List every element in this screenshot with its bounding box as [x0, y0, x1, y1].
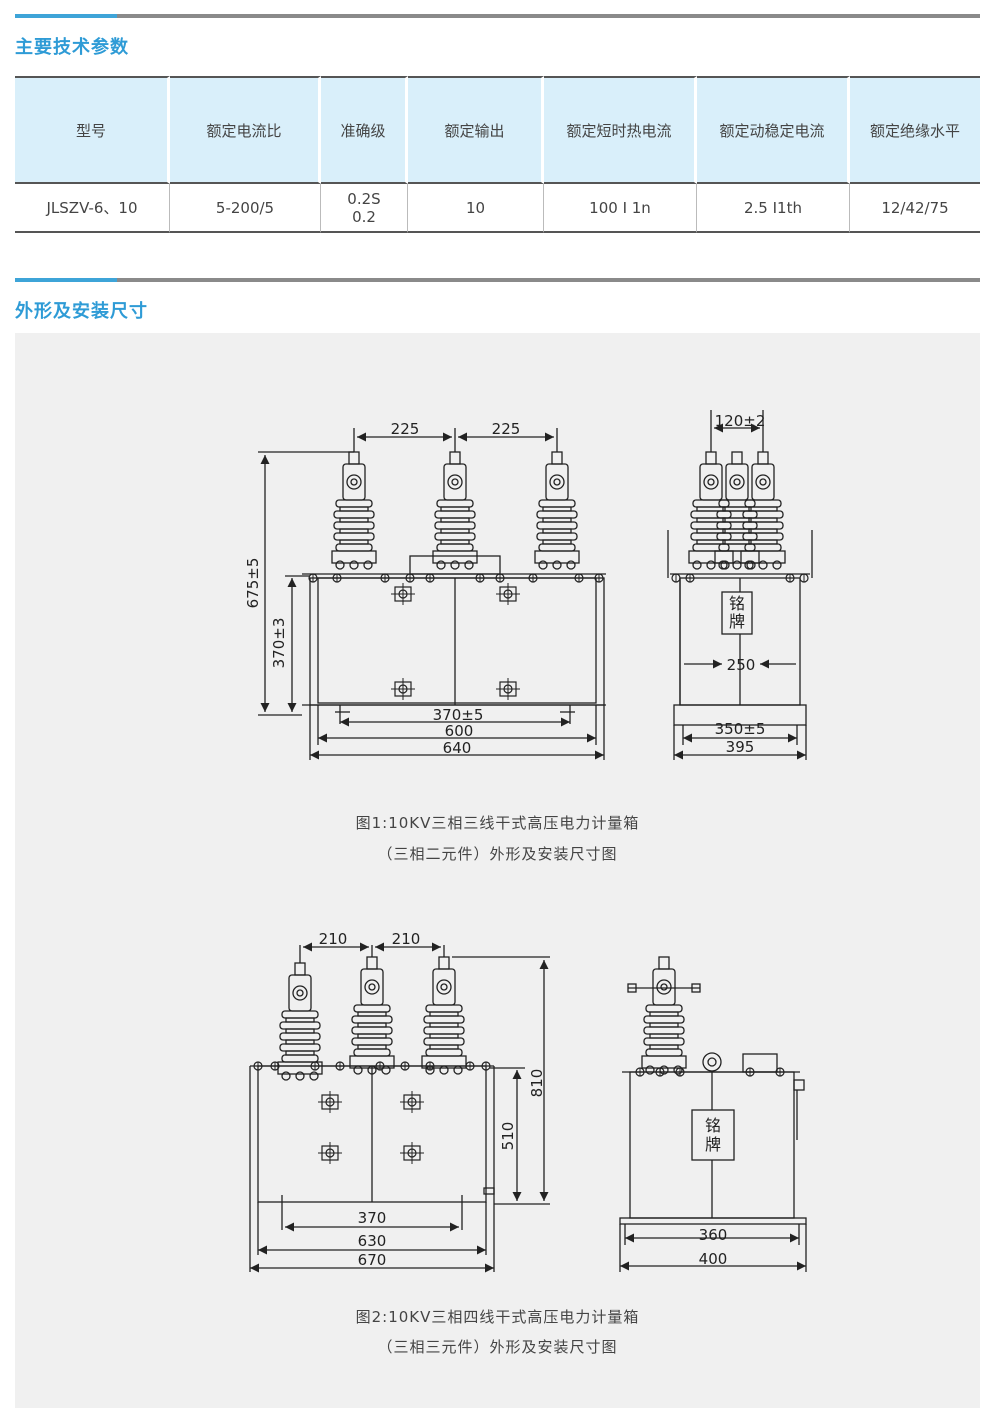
dim-label: 670 — [358, 1251, 387, 1269]
table-header: 额定绝缘水平 — [850, 76, 980, 184]
dim-label: 630 — [358, 1232, 387, 1250]
dim-label: 350±5 — [715, 720, 766, 738]
table-header-row: 型号 额定电流比 准确级 额定输出 额定短时热电流 额定动稳定电流 额定绝缘水平 — [15, 76, 980, 184]
accuracy-value-1: 0.2S — [347, 189, 381, 208]
section-title-dims: 外形及安装尺寸 — [15, 301, 148, 322]
table-header: 额定电流比 — [170, 76, 321, 184]
dim-label: 810 — [528, 1069, 546, 1098]
dim-label: 210 — [392, 930, 421, 948]
cell-ratio: 5-200/5 — [170, 184, 321, 233]
dim-label: 370±5 — [433, 706, 484, 724]
dim-label: 360 — [699, 1226, 728, 1244]
nameplate-label: 铭 — [729, 594, 745, 613]
cell-model: JLSZV-6、10 — [15, 184, 170, 233]
fig1-front-view — [258, 428, 606, 760]
params-table: 型号 额定电流比 准确级 额定输出 额定短时热电流 额定动稳定电流 额定绝缘水平… — [15, 76, 980, 233]
figure2-subcaption: （三相三元件）外形及安装尺寸图 — [377, 1338, 618, 1356]
table-header: 型号 — [15, 76, 170, 184]
cell-insulation: 12/42/75 — [850, 184, 980, 233]
dim-label: 225 — [492, 420, 521, 438]
dim-label: 120±2 — [715, 412, 766, 430]
dim-label: 675±5 — [244, 558, 262, 609]
section-divider — [15, 278, 980, 282]
dim-label: 395 — [726, 738, 755, 756]
dim-label: 225 — [391, 420, 420, 438]
dim-label: 370 — [358, 1209, 387, 1227]
drawing-area — [15, 333, 980, 1408]
table-header: 准确级 — [321, 76, 408, 184]
cell-output: 10 — [408, 184, 544, 233]
dim-label: 370±3 — [270, 618, 288, 669]
table-header: 额定短时热电流 — [544, 76, 697, 184]
figure1-caption: 图1:10KV三相三线干式高压电力计量箱 — [355, 814, 640, 832]
dim-label: 210 — [319, 930, 348, 948]
fig2-front-view — [249, 942, 550, 1273]
cell-accuracy: 0.2S 0.2 — [321, 184, 408, 233]
accuracy-value-2: 0.2 — [352, 207, 376, 226]
figure2-caption: 图2:10KV三相四线干式高压电力计量箱 — [355, 1308, 640, 1326]
cell-dynamic: 2.5 I1th — [697, 184, 850, 233]
nameplate-label: 牌 — [705, 1135, 721, 1154]
fig2-side-view — [619, 956, 807, 1272]
dim-label: 640 — [443, 739, 472, 757]
section-divider — [15, 14, 980, 18]
dim-label: 510 — [499, 1122, 517, 1151]
nameplate-label: 铭 — [705, 1116, 721, 1135]
dim-label: 600 — [445, 722, 474, 740]
cell-thermal: 100 I 1n — [544, 184, 697, 233]
dim-label: 250 — [727, 656, 756, 674]
table-header: 额定输出 — [408, 76, 544, 184]
table-header: 额定动稳定电流 — [697, 76, 850, 184]
table-row: JLSZV-6、10 5-200/5 0.2S 0.2 10 100 I 1n … — [15, 184, 980, 233]
figure1-subcaption: （三相二元件）外形及安装尺寸图 — [377, 845, 618, 863]
dim-label: 400 — [699, 1250, 728, 1268]
fig1-side-view — [667, 410, 813, 760]
nameplate-label: 牌 — [729, 612, 745, 631]
section-title-params: 主要技术参数 — [15, 37, 129, 58]
